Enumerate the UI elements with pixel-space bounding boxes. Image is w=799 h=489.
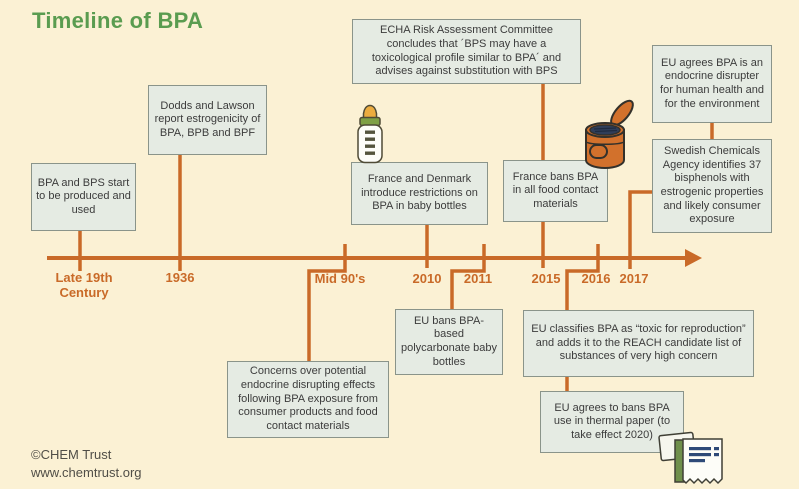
event-box-france-denmark: France and Denmark introduce restriction… <box>351 162 488 225</box>
credit-line: ©CHEM Trust <box>31 447 112 462</box>
event-box-swedish-agency: Swedish Chemicals Agency identifies 37 b… <box>652 139 772 233</box>
event-box-eu-endocrine: EU agrees BPA is an endocrine disrupter … <box>652 45 772 123</box>
elbow-2011 <box>450 244 486 309</box>
event-box-eu-classifies: EU classifies BPA as “toxic for reproduc… <box>523 310 754 377</box>
thermal-paper-receipt-icon <box>658 431 723 485</box>
axis-label-2017: 2017 <box>619 271 649 286</box>
baby-bottle-icon <box>357 104 383 164</box>
website-url: www.chemtrust.org <box>31 465 142 481</box>
tin-can-icon <box>585 99 634 170</box>
event-box-france-bans: France bans BPA in all food contact mate… <box>503 160 608 222</box>
elbow-2017 <box>628 190 652 269</box>
event-box-concerns: Concerns over potential endocrine disrup… <box>227 361 389 438</box>
axis-label-late-19th-century: Late 19th Century <box>55 270 113 300</box>
event-box-echa-rac: ECHA Risk Assessment Committee concludes… <box>352 19 581 84</box>
axis-label-2010: 2010 <box>412 271 442 286</box>
footer-credit: ©CHEM Trust www.chemtrust.org <box>31 446 142 482</box>
axis-label-2015: 2015 <box>531 271 561 286</box>
timeline-arrowhead <box>685 249 702 267</box>
axis-label-mid-90s: Mid 90's <box>314 271 366 286</box>
elbow-mid-90s <box>307 244 347 361</box>
event-box-eu-bans-bottles: EU bans BPA-based polycarbonate baby bot… <box>395 309 503 375</box>
axis-label-1936: 1936 <box>165 270 195 285</box>
page-title: Timeline of BPA <box>32 8 204 33</box>
event-box-bpa-bps-start: BPA and BPS start to be produced and use… <box>31 163 136 231</box>
axis-label-2016: 2016 <box>581 271 611 286</box>
event-box-dodds-lawson: Dodds and Lawson report estrogenicity of… <box>148 85 267 155</box>
axis-label-2011: 2011 <box>463 271 493 286</box>
